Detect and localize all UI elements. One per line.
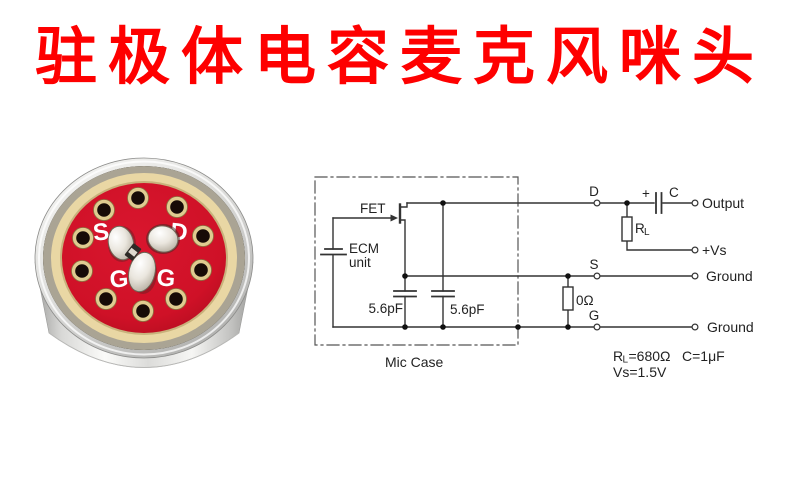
terminal-output xyxy=(691,199,699,207)
note-rl-sub: L xyxy=(623,355,629,366)
terminal-circles xyxy=(593,199,699,331)
zero-ohm-resistor xyxy=(562,286,574,311)
mic-case-box xyxy=(314,176,519,346)
vent-hole xyxy=(170,200,184,214)
pin-label-g1: G xyxy=(109,265,130,294)
vent-hole xyxy=(194,263,208,277)
ground-g-label: Ground xyxy=(707,319,754,335)
terminal-ground-s xyxy=(691,272,699,280)
zero-ohm-label: 0Ω xyxy=(576,293,594,308)
pin-d-label: D xyxy=(589,184,599,199)
pin-label-s: S xyxy=(92,218,111,247)
microphone-photo: S D G G xyxy=(34,157,254,368)
terminal-d xyxy=(593,199,601,207)
solder-blobs xyxy=(107,224,180,294)
coupling-capacitor xyxy=(655,192,663,214)
ecm-label-line1: ECM xyxy=(349,241,379,256)
smd-component xyxy=(124,243,142,261)
terminal-vs xyxy=(691,246,699,254)
pin-label-g2: G xyxy=(155,264,176,293)
note-vs: Vs=1.5V xyxy=(613,364,667,380)
pin-g-label: G xyxy=(589,308,600,323)
vs-label: +Vs xyxy=(702,242,727,258)
terminal-ground-g xyxy=(691,323,699,331)
hole-group xyxy=(71,187,214,322)
pin-s-label: S xyxy=(589,257,598,272)
rl-label-base: R xyxy=(635,221,645,236)
cap1-label: 5.6pF xyxy=(368,301,403,316)
ecm-label-line2: unit xyxy=(349,255,371,270)
note-c: C=1μF xyxy=(682,348,725,364)
circuit-schematic: FET ECM unit 5.6pF 5.6pF Mic Case D S G … xyxy=(314,176,754,380)
coupling-c-label: C xyxy=(669,185,679,200)
pin-letters: S D G G xyxy=(92,218,189,294)
vent-hole xyxy=(97,203,111,217)
solder-blob-d xyxy=(147,225,179,253)
bypass-capacitor-1 xyxy=(393,290,417,298)
rl-label-sub: L xyxy=(644,227,650,238)
fet-symbol xyxy=(390,203,402,224)
vent-hole xyxy=(76,231,90,245)
vent-hole xyxy=(169,292,183,306)
bypass-capacitor-2 xyxy=(431,290,455,298)
vent-hole xyxy=(75,264,89,278)
terminal-s xyxy=(593,272,601,280)
note-rl-value: =680Ω xyxy=(629,348,671,364)
vent-hole xyxy=(196,229,210,243)
ground-s-label: Ground xyxy=(706,268,753,284)
vent-hole xyxy=(136,304,150,318)
load-resistor xyxy=(621,216,633,242)
vent-hole xyxy=(131,191,145,205)
cap2-label: 5.6pF xyxy=(450,302,485,317)
page-title: 驻极体电容麦克风咪头 xyxy=(34,24,765,92)
terminal-g xyxy=(593,323,601,331)
output-label: Output xyxy=(702,195,744,211)
ecm-capacitor-symbol xyxy=(320,248,347,256)
coupling-plus-sign: + xyxy=(642,186,650,201)
solder-blob-g xyxy=(127,251,157,293)
vent-hole xyxy=(99,292,113,306)
junction-dots xyxy=(402,200,630,330)
mic-case-label: Mic Case xyxy=(385,354,444,370)
fet-label: FET xyxy=(360,201,386,216)
note-rl-base: R xyxy=(613,348,623,364)
